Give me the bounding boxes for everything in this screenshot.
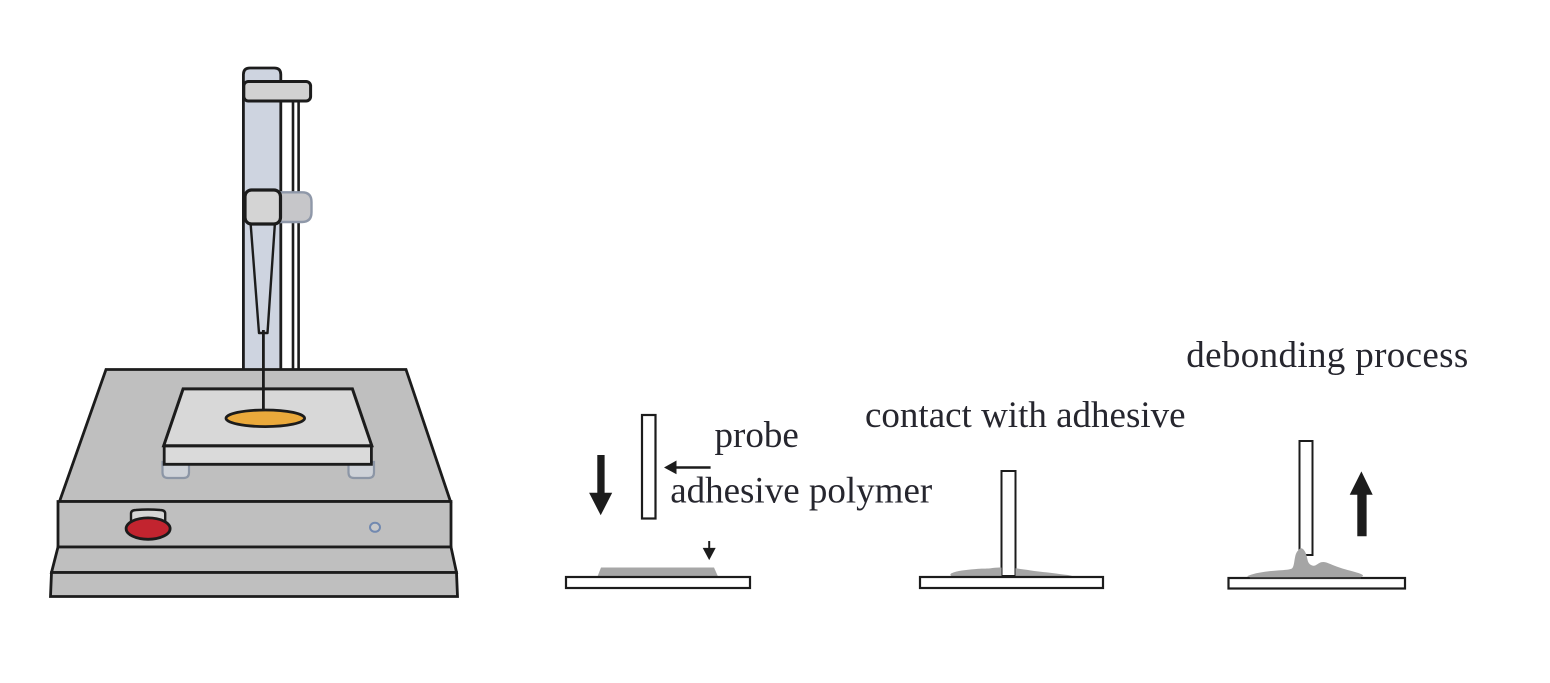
svg-text:adhesive polymer: adhesive polymer: [670, 470, 932, 511]
svg-text:probe: probe: [715, 415, 799, 456]
svg-text:contact with adhesive: contact with adhesive: [865, 395, 1186, 436]
svg-text:debonding process: debonding process: [1186, 335, 1468, 376]
